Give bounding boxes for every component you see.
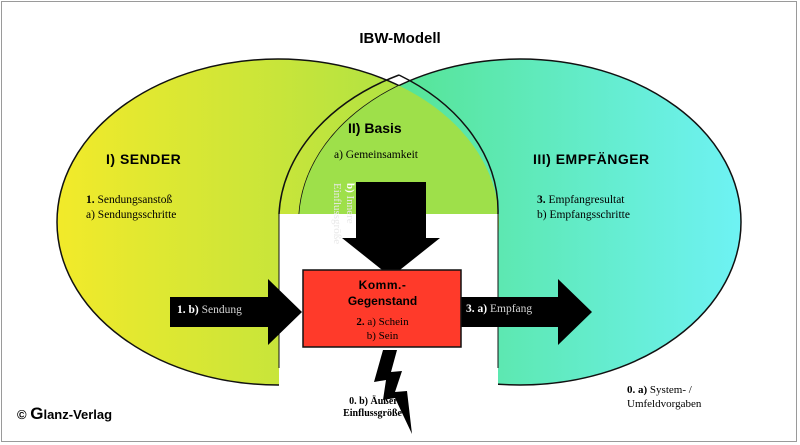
publisher-logo: © Glanz-Verlag (17, 404, 112, 424)
empfang-prefix: 3. a) (466, 303, 488, 315)
inner-influence-text: Innere (344, 192, 356, 224)
copyright-symbol: © (17, 407, 27, 422)
sender-step-number: 1. (86, 194, 95, 206)
inner-influence-text-2: Einflussgröße (331, 183, 343, 245)
aeussere-einfluss-label: 0. b) Äußere Einflussgröße (310, 396, 402, 420)
gegenstand-title-2: Gegenstand (347, 294, 418, 308)
gegenstand-title-1: Komm.- (358, 278, 407, 292)
empfaenger-step-number: 3. (537, 194, 546, 206)
lightning-bolt-icon (374, 350, 412, 434)
aeussere-line-1: 0. b) Äußere (349, 396, 402, 407)
gegenstand-sein: b) Sein (366, 330, 399, 342)
empfang-label: 3. a) Empfang (466, 303, 532, 315)
basis-heading: II) Basis (348, 120, 402, 136)
sender-step-text: Sendungsanstoß (94, 194, 173, 206)
empfang-arrow (460, 279, 592, 345)
sender-substep: a) Sendungsschritte (86, 209, 177, 221)
gegenstand-schein: a) Schein (364, 316, 409, 328)
empfaenger-steps: 3. Empfangresultat b) Empfangsschritte (537, 193, 630, 223)
gegenstand-box (302, 269, 462, 348)
system-number: 0. a) (627, 384, 648, 396)
sender-steps: 1. Sendungsanstoß a) Sendungsschritte (86, 193, 176, 223)
sendung-text: Sendung (198, 304, 242, 316)
sender-heading: I) SENDER (106, 151, 182, 167)
system-label: 0. a) System- / Umfeldvorgaben (627, 383, 701, 411)
empfaenger-step-text: Empfangresultat (545, 194, 625, 206)
diagram-title: IBW-Modell (359, 30, 441, 47)
inner-influence-label: b) Innere Einflussgröße (330, 183, 356, 253)
sendung-arrow (170, 279, 302, 345)
empfaenger-substep: b) Empfangsschritte (537, 209, 630, 221)
basis-arc-right (398, 74, 499, 215)
sendung-label: 1. b) Sendung (177, 304, 242, 316)
gemeinsamkeit-label: a) Gemeinsamkeit (334, 149, 418, 161)
basis-arc-left (278, 74, 400, 215)
logo-initial: G (30, 404, 44, 423)
inner-influence-prefix: b) (344, 183, 356, 193)
sendung-prefix: 1. b) (177, 304, 199, 316)
logo-text: lanz-Verlag (43, 407, 113, 422)
aeussere-line-2: Einflussgröße (343, 408, 402, 419)
empfaenger-heading: III) EMPFÄNGER (533, 151, 650, 167)
empfang-text: Empfang (487, 303, 533, 315)
inner-influence-arrow (342, 182, 440, 277)
gegenstand-details: 2. a) Schein b) Sein (307, 315, 458, 343)
system-text: System- / (647, 384, 692, 396)
system-text-2: Umfeldvorgaben (627, 398, 702, 410)
gegenstand-number: 2. (356, 316, 365, 328)
